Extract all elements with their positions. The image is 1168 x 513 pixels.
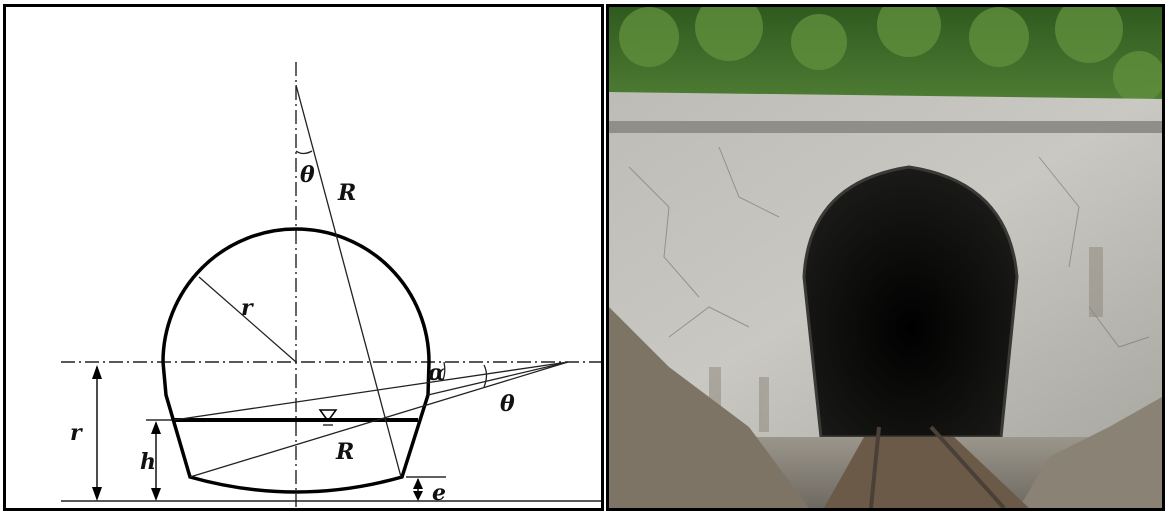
water-level-symbol (318, 409, 338, 423)
tunnel-portal-photo (606, 4, 1165, 511)
label-theta-right: θ (500, 391, 515, 417)
tunnel-outline (161, 227, 431, 494)
tree-foliage (619, 7, 1162, 103)
label-R-top: R (337, 180, 356, 206)
dim-h-arrow-top (151, 421, 161, 434)
R-line-vertical (295, 84, 402, 478)
label-h-dimension: h (140, 449, 156, 475)
ray-to-water-left (173, 361, 569, 421)
left-rail (869, 426, 881, 508)
radius-line (198, 276, 297, 363)
wall-cracks (628, 146, 1150, 348)
photo-canvas (609, 7, 1162, 508)
alpha-arc (442, 361, 446, 381)
tunnel-cross-section-diagram: θ R r α θ R r h e (3, 4, 604, 511)
theta-arc-top (295, 150, 313, 155)
dim-r-arrow-bottom (92, 487, 102, 501)
left-embankment (609, 307, 809, 508)
right-embankment (1019, 397, 1162, 508)
dim-e-arrow-bottom (413, 491, 423, 501)
tunnel-opening (802, 165, 1019, 439)
theta-arc-right (483, 364, 488, 388)
label-theta-top: θ (300, 162, 315, 188)
dim-h-arrow-bottom (151, 488, 161, 501)
portal-coping (609, 121, 1162, 133)
label-r-dimension: r (70, 420, 83, 446)
label-alpha: α (428, 360, 445, 386)
diagram-canvas: θ R r α θ R r h e (61, 62, 601, 507)
ray-to-sidewall (427, 361, 569, 396)
label-r-radius: r (241, 295, 254, 321)
dim-e-arrow-top (413, 478, 423, 489)
label-R-bottom: R (335, 439, 354, 465)
right-rail (929, 425, 1006, 508)
dim-r-arrow-top (92, 365, 102, 379)
R-line-bottom (189, 361, 569, 478)
label-e-dimension: e (432, 480, 446, 506)
